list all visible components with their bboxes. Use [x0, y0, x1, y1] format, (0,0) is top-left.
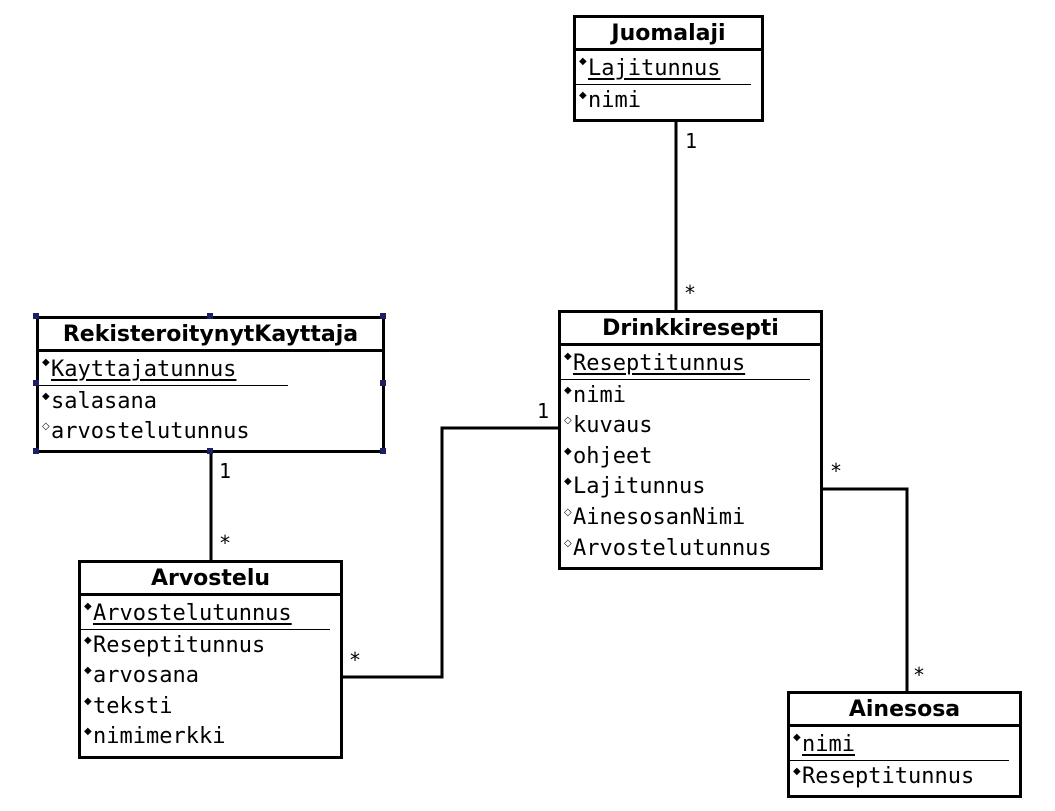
attribute-row: ◆ nimi	[561, 380, 820, 411]
attribute-row: ◆ Kayttajatunnus	[39, 352, 288, 386]
attribute-name: arvostelutunnus	[51, 419, 250, 445]
attribute-name: kuvaus	[573, 413, 653, 439]
attribute-name: Lajitunnus	[588, 56, 721, 81]
optional-marker-icon: ◇	[564, 537, 572, 549]
resize-handle-middle-left[interactable]	[33, 380, 39, 386]
mandatory-marker-icon: ◆	[579, 89, 587, 101]
mandatory-marker-icon: ◆	[42, 390, 50, 402]
attribute-name: Reseptitunnus	[802, 763, 975, 789]
mandatory-marker-icon: ◆	[564, 476, 572, 488]
entity-title: RekisteroitynytKayttaja	[39, 319, 382, 352]
attribute-row: ◆ nimi	[576, 85, 761, 116]
mandatory-marker-icon: ◆	[84, 665, 92, 677]
mandatory-marker-icon: ◆	[793, 765, 801, 777]
entity-drinkkiresepti[interactable]: Drinkkiresepti ◆ Reseptitunnus ◆ nimi ◇ …	[558, 310, 823, 570]
mandatory-marker-icon: ◆	[84, 601, 92, 612]
attribute-name: nimi	[588, 87, 641, 113]
entity-title: Ainesosa	[790, 694, 1019, 727]
attribute-row: ◆ nimimerkki	[81, 721, 340, 752]
multiplicity-arvostelu-many: *	[219, 531, 232, 555]
attribute-name: Kayttajatunnus	[51, 357, 237, 382]
mandatory-marker-icon: ◆	[579, 56, 587, 67]
attribute-name: ohjeet	[573, 443, 653, 469]
mandatory-marker-icon: ◆	[42, 357, 50, 368]
mandatory-marker-icon: ◆	[564, 351, 572, 362]
entity-title: Drinkkiresepti	[561, 313, 820, 346]
attribute-name: nimi	[573, 382, 626, 408]
attribute-row: ◆ arvosana	[81, 660, 340, 691]
attribute-row: ◆ Reseptitunnus	[561, 346, 810, 380]
relation-drinkkiresepti-ainesosa	[821, 487, 909, 692]
mandatory-marker-icon: ◆	[84, 695, 92, 707]
mandatory-marker-icon: ◆	[84, 726, 92, 738]
attribute-name: nimi	[802, 732, 855, 757]
mandatory-marker-icon: ◆	[84, 634, 92, 646]
resize-handle-top-right[interactable]	[380, 313, 386, 319]
attribute-row: ◆ ohjeet	[561, 441, 820, 472]
entity-juomalaji[interactable]: Juomalaji ◆ Lajitunnus ◆ nimi	[573, 15, 764, 122]
attribute-name: Arvostelutunnus	[573, 535, 772, 561]
entity-title: Arvostelu	[81, 563, 340, 596]
attribute-name: Reseptitunnus	[573, 351, 746, 376]
multiplicity-arvostelu-many-2: *	[349, 648, 362, 672]
attribute-row: ◆ Lajitunnus	[561, 471, 820, 502]
optional-marker-icon: ◇	[564, 415, 572, 427]
attribute-row: ◆ teksti	[81, 691, 340, 722]
resize-handle-top-middle[interactable]	[207, 313, 213, 319]
mandatory-marker-icon: ◆	[564, 445, 572, 457]
attribute-row: ◆ salasana	[39, 386, 382, 417]
attribute-row: ◆ Reseptitunnus	[81, 630, 340, 661]
resize-handle-bottom-left[interactable]	[33, 448, 39, 454]
attribute-row: ◆ Lajitunnus	[576, 51, 751, 85]
resize-handle-bottom-middle[interactable]	[207, 448, 213, 454]
mandatory-marker-icon: ◆	[793, 732, 801, 743]
attribute-row: ◆ Reseptitunnus	[790, 761, 1019, 792]
attribute-row: ◇ arvostelutunnus	[39, 416, 382, 447]
attribute-name: AinesosanNimi	[573, 504, 746, 530]
resize-handle-top-left[interactable]	[33, 313, 39, 319]
attribute-row: ◇ AinesosanNimi	[561, 502, 820, 533]
entity-title: Juomalaji	[576, 18, 761, 51]
multiplicity-drinkkiresepti-many: *	[684, 281, 697, 305]
entity-rekisteroitynytkayttaja[interactable]: RekisteroitynytKayttaja ◆ Kayttajatunnus…	[36, 316, 385, 453]
optional-marker-icon: ◇	[42, 421, 50, 433]
resize-handle-bottom-right[interactable]	[380, 448, 386, 454]
entity-ainesosa[interactable]: Ainesosa ◆ nimi ◆ Reseptitunnus	[787, 691, 1022, 798]
resize-handle-middle-right[interactable]	[380, 380, 386, 386]
attribute-name: arvosana	[93, 663, 199, 689]
entity-arvostelu[interactable]: Arvostelu ◆ Arvostelutunnus ◆ Reseptitun…	[78, 560, 343, 759]
attribute-name: Arvostelutunnus	[93, 601, 292, 626]
multiplicity-ainesosa-many: *	[913, 663, 926, 687]
attribute-row: ◇ kuvaus	[561, 410, 820, 441]
attribute-name: Lajitunnus	[573, 474, 706, 500]
attribute-name: nimimerkki	[93, 724, 226, 750]
multiplicity-kayttaja-one: 1	[219, 459, 232, 483]
relation-drinkkiresepti-arvostelu	[341, 426, 560, 679]
attribute-row: ◆ nimi	[790, 727, 1009, 761]
mandatory-marker-icon: ◆	[564, 384, 572, 396]
optional-marker-icon: ◇	[564, 506, 572, 518]
attribute-name: salasana	[51, 388, 157, 414]
attribute-row: ◆ Arvostelutunnus	[81, 596, 330, 630]
attribute-name: teksti	[93, 693, 173, 719]
multiplicity-juomalaji-one: 1	[685, 129, 698, 153]
multiplicity-drinkkiresepti-many-2: *	[830, 459, 843, 483]
multiplicity-drinkkiresepti-one: 1	[537, 399, 550, 423]
attribute-row: ◇ Arvostelutunnus	[561, 533, 820, 564]
attribute-name: Reseptitunnus	[93, 632, 266, 658]
